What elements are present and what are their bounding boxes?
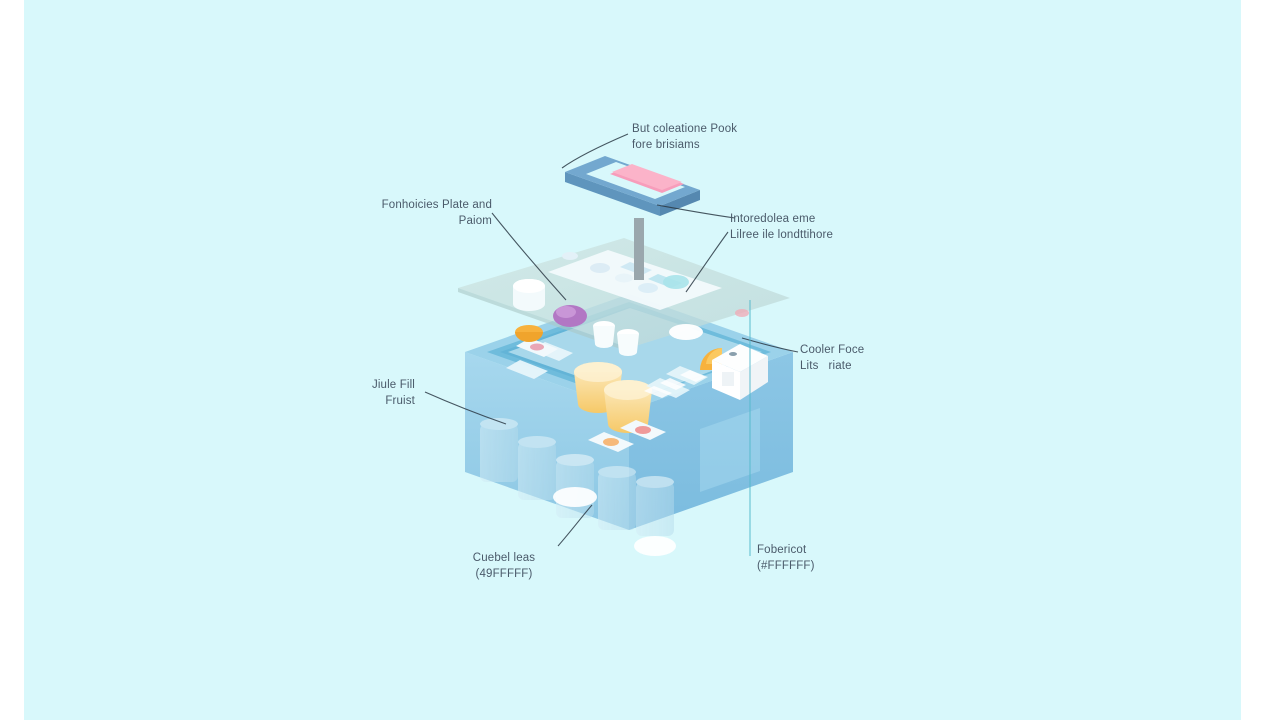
leader-juice-fill [424, 391, 507, 425]
bottle [556, 454, 594, 518]
food-tray [588, 432, 634, 452]
leader-cooler-face [741, 337, 799, 353]
food-tray [516, 338, 558, 357]
bottle [518, 436, 556, 500]
leader-handle-right [656, 204, 736, 219]
label-cuebel-leas: Cuebel leas (49FFFFF) [472, 552, 536, 580]
cooler-body-sheen [700, 408, 760, 492]
white-jar [513, 279, 545, 311]
bottle [636, 476, 674, 536]
leader-lid-left [491, 212, 567, 301]
canvas-edge-band-right [1241, 0, 1280, 720]
orange-bowl [515, 325, 543, 342]
leader-lines [424, 133, 799, 547]
bottle-row [480, 418, 674, 536]
white-cup [593, 321, 615, 348]
label-jiule-fill: Jiule Fill Fruist [371, 379, 415, 407]
leader-handle-top [561, 133, 629, 169]
label-cooler-foce: Cooler Foce Lits riate [800, 344, 865, 372]
bottle [480, 418, 518, 482]
handle-stem [634, 218, 644, 280]
handle-grip-pink-top [612, 164, 682, 190]
pink-dot-marker [735, 309, 749, 317]
label-fobericot: Fobericot (#FFFFFF) [757, 544, 815, 572]
label-fonhoicies-plate: Fonhoicies Plate and Paiom [381, 199, 492, 227]
bottle-cap-highlight [634, 536, 676, 556]
appliance-box [712, 344, 768, 400]
food-tray [620, 420, 666, 440]
label-intoredolea: Intoredolea eme Lilree ile londttihore [730, 213, 834, 241]
white-plate [669, 324, 703, 340]
label-but-coleatione: But coleatione Pook fore brisiams [632, 123, 738, 151]
white-cup [617, 329, 639, 356]
purple-item [553, 305, 587, 327]
bottle-cap-highlight [553, 487, 597, 507]
bottle [598, 466, 636, 530]
leader-cube [557, 504, 593, 547]
handle-body [565, 156, 700, 216]
canvas-edge-band-left [0, 0, 24, 720]
handle-group [565, 156, 700, 280]
glass-lid-edge [458, 288, 629, 352]
ice-cube-cluster [644, 370, 706, 398]
leader-lid-right [685, 231, 729, 293]
